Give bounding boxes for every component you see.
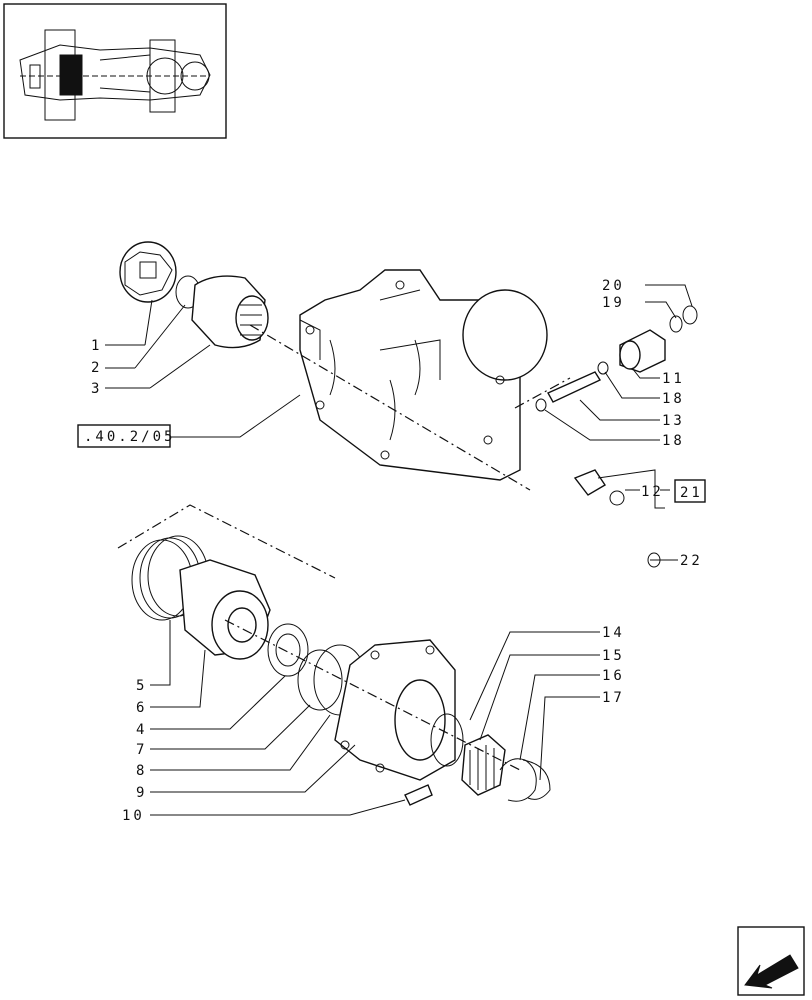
callout-4: 4 bbox=[136, 722, 147, 738]
callout-19: 19 bbox=[602, 295, 625, 311]
part-15-gear bbox=[461, 734, 506, 796]
callout-9: 9 bbox=[136, 785, 147, 801]
leader-lines bbox=[105, 284, 693, 816]
part-12-plug bbox=[573, 469, 625, 506]
part-3-sleeve bbox=[191, 275, 269, 349]
part-9-cover bbox=[334, 639, 456, 781]
part-16-circlip bbox=[499, 758, 537, 802]
callout-16: 16 bbox=[602, 668, 625, 684]
part-4-shim bbox=[267, 623, 309, 677]
callout-7: 7 bbox=[136, 742, 147, 758]
callout-14: 14 bbox=[602, 625, 625, 641]
part-14-ring bbox=[430, 713, 464, 767]
callout-13: 13 bbox=[662, 413, 685, 429]
callout-3: 3 bbox=[91, 381, 102, 397]
part-18-o-ring-a bbox=[597, 361, 609, 375]
axle-assembly-thumbnail[interactable] bbox=[3, 3, 227, 139]
callout-2: 2 bbox=[91, 360, 102, 376]
callout-labels: 1 2 3 20 19 11 18 13 18 12 22 14 15 16 1… bbox=[91, 278, 703, 824]
arrow-back-icon[interactable] bbox=[737, 926, 805, 996]
ref-21-label[interactable]: 21 bbox=[680, 485, 703, 501]
part-11-sensor bbox=[619, 329, 666, 373]
callout-6: 6 bbox=[136, 700, 147, 716]
part-18-o-ring-b bbox=[535, 398, 547, 412]
callout-5: 5 bbox=[136, 678, 147, 694]
callout-18a: 18 bbox=[662, 391, 685, 407]
part-20-ring bbox=[682, 305, 698, 325]
callout-10: 10 bbox=[122, 808, 145, 824]
axle-housing bbox=[299, 269, 548, 481]
part-17-circlip bbox=[522, 759, 551, 800]
ref-section-label[interactable]: .40.2/05 bbox=[84, 429, 175, 445]
part-1-coupling bbox=[119, 241, 177, 303]
callout-18b: 18 bbox=[662, 433, 685, 449]
callout-17: 17 bbox=[602, 690, 625, 706]
callout-8: 8 bbox=[136, 763, 147, 779]
ref-21-box[interactable]: 21 bbox=[674, 479, 706, 503]
callout-11: 11 bbox=[662, 371, 685, 387]
part-19-o-ring bbox=[669, 315, 683, 333]
part-7-o-ring bbox=[297, 649, 343, 711]
part-13-pin bbox=[547, 371, 602, 403]
ref-section-box[interactable]: .40.2/05 bbox=[77, 424, 175, 448]
part-6-bearing bbox=[179, 559, 271, 660]
callout-12: 12 bbox=[641, 484, 664, 500]
part-10-bolt bbox=[404, 784, 433, 806]
callout-1: 1 bbox=[91, 338, 102, 354]
callout-15: 15 bbox=[602, 648, 625, 664]
callout-20: 20 bbox=[602, 278, 625, 294]
callout-22: 22 bbox=[680, 553, 703, 569]
